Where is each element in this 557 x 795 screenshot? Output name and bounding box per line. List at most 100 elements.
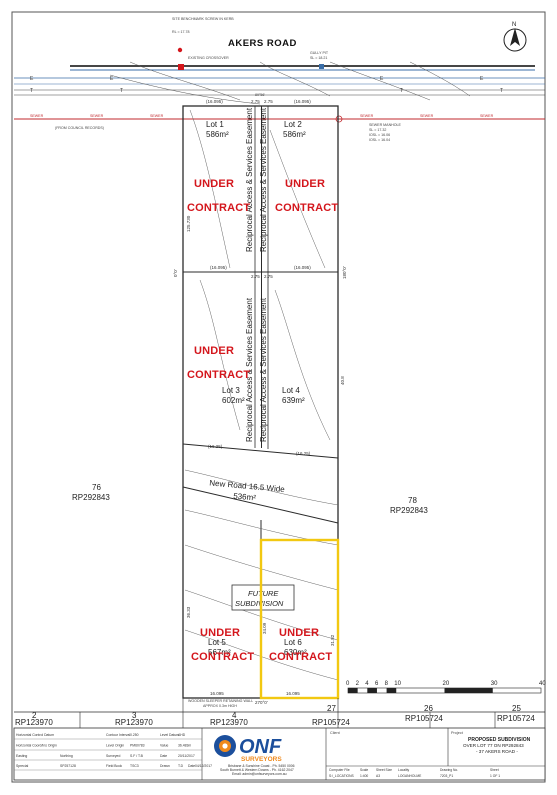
dim-side-1: 125.730 — [186, 215, 191, 232]
dim-12: 16.095 — [286, 691, 300, 696]
dim-side-2: 40.8 — [340, 376, 345, 385]
scale-tick-label: 6 — [375, 681, 379, 687]
title-cell: Field Book — [106, 764, 122, 768]
title-cell: Level Origin — [106, 744, 124, 748]
new-road-name: New Road 16.5 Wide — [209, 478, 286, 494]
scale-tick-label: 30 — [491, 681, 498, 687]
title-cell: 04/12/2017 — [195, 764, 212, 768]
title-cell: T.D — [178, 764, 184, 768]
easement-label-3: Reciprocal Access & Services Easement — [245, 297, 254, 442]
project-line-2: OVER LOT 77 ON RP292843 — [463, 743, 524, 748]
manhole-note: SEWER MANHOLE — [369, 123, 402, 127]
electric-label: E — [30, 76, 34, 82]
telecom-label-2: T — [120, 88, 123, 94]
lot3-name: Lot 3 — [222, 386, 240, 395]
company-email: Email: admin@onfsurveyors.com.au — [232, 772, 287, 776]
title-cell: Surveyed — [106, 754, 120, 758]
lot1-status: UNDER — [194, 178, 234, 190]
company-sub: SURVEYORS — [241, 756, 282, 763]
title-bottom-cell: Drawing No. — [440, 768, 458, 772]
crossover-note: EXISTING CROSSOVER — [188, 56, 229, 60]
lot3-status: UNDER — [194, 345, 234, 357]
benchmark-marker-icon — [177, 47, 183, 53]
s5-plan: RP105724 — [405, 714, 443, 723]
dim-8: 2.75 — [264, 274, 273, 279]
lot6-area: 630m² — [284, 648, 307, 657]
bearing-top: 89°56' — [255, 93, 265, 97]
sheet-border — [11, 11, 546, 783]
scale-bar-segment — [348, 688, 358, 693]
project-title: PROPOSED SUBDIVISION — [468, 737, 531, 743]
lot4-area: 639m² — [282, 396, 305, 405]
lot1-area: 586m² — [206, 130, 229, 139]
title-cell: PM60783 — [130, 744, 145, 748]
retaining-wall-note: WOODEN SLEEPER RETAINING WALL — [188, 699, 253, 703]
s4-num: 27 — [327, 704, 336, 713]
council-records-note: (FROM COUNCIL RECORDS) — [55, 126, 104, 130]
title-cell: Sprecial — [16, 764, 28, 768]
title-cell: 0.250 — [130, 733, 139, 737]
dim-side-3: 36.33 — [186, 606, 191, 618]
title-cell: Date — [188, 764, 195, 768]
bearing-south: 270°0' — [255, 700, 268, 705]
title-cell: Contour Interval — [106, 733, 130, 737]
lot2-name: Lot 2 — [284, 120, 302, 129]
lot6-name: Lot 6 — [284, 638, 302, 647]
sewer-label-5: SEWER — [420, 114, 434, 118]
benchmark-rl: RL = 17.78 — [172, 30, 190, 34]
s5-num: 26 — [424, 704, 433, 713]
lot5-area: 567m² — [208, 648, 231, 657]
lot5-name: Lot 5 — [208, 638, 226, 647]
title-cell: Value — [160, 744, 169, 748]
scale-tick-label: 0 — [346, 681, 350, 687]
telecom-label-4: T — [500, 88, 503, 94]
manhole-il2: IOSL = 16.04 — [369, 138, 390, 142]
title-cell: Horizontal Coord/Ins Origin — [16, 744, 57, 748]
project-line-3: - 37 AKERS ROAD - — [476, 749, 518, 754]
s6-plan: RP105724 — [497, 714, 535, 723]
lot1-name: Lot 1 — [206, 120, 224, 129]
scale-bar-segment — [444, 688, 493, 693]
client-label: Client — [330, 731, 341, 735]
title-cell: Date — [160, 754, 167, 758]
title-bottom-cell: Sheet Size — [376, 768, 392, 772]
sewer-manhole-icon — [335, 115, 343, 123]
dim-4: (16.095) — [294, 99, 311, 104]
scale-tick-label: 10 — [394, 681, 401, 687]
east-num: 78 — [408, 496, 417, 505]
title-bottom-cell: LOGANHOLME — [398, 774, 422, 778]
dim-side-4: 34.09 — [262, 622, 267, 634]
lot3-area: 602m² — [222, 396, 245, 405]
lot5-status: UNDER — [200, 627, 240, 639]
s3-num: 4 — [232, 711, 237, 720]
scale-tick-label: 40 — [539, 681, 546, 687]
dim-11: 16.095 — [210, 691, 224, 696]
lot2-area: 586m² — [283, 130, 306, 139]
s6-num: 25 — [512, 704, 521, 713]
title-cell: Easting — [16, 754, 27, 758]
title-bottom-cell: Scale — [360, 768, 368, 772]
telecom-label: T — [30, 88, 33, 94]
benchmark-note: SITE BENCHMARK SCREW IN KERB — [172, 17, 234, 21]
scale-tick-label: 8 — [385, 681, 389, 687]
dim-side-5: 31.82 — [330, 634, 335, 646]
west-num: 76 — [92, 483, 101, 492]
lot3-status2: CONTRACT — [187, 369, 250, 381]
dim-2: 2.75 — [251, 99, 260, 104]
gully-pit-icon — [319, 64, 324, 69]
title-bottom-cell: 7203_P1 — [440, 774, 453, 778]
west-plan: RP292843 — [72, 493, 110, 502]
future-subdivision-box — [231, 584, 295, 611]
dimensions: (16.095) 2.75 2.75 (16.095) (16.095) (16… — [173, 99, 347, 705]
dim-10: (16.25) — [296, 451, 311, 456]
retaining-wall-note-2: APPROX 0.3m HIGH — [203, 704, 237, 708]
scale-tick-label: 20 — [443, 681, 450, 687]
dim-1: (16.095) — [206, 99, 223, 104]
offices-line-2: South Burnett & Western Downs - Ph. 4162… — [220, 768, 294, 772]
s4-plan: RP105724 — [312, 718, 350, 727]
dim-7: 2.75 — [251, 274, 260, 279]
easement-label-2: Reciprocal Access & Services Easement — [259, 107, 268, 252]
crossover-marker — [178, 64, 184, 70]
dim-6: (16.095) — [294, 265, 311, 270]
title-cell: SP257128 — [60, 764, 76, 768]
